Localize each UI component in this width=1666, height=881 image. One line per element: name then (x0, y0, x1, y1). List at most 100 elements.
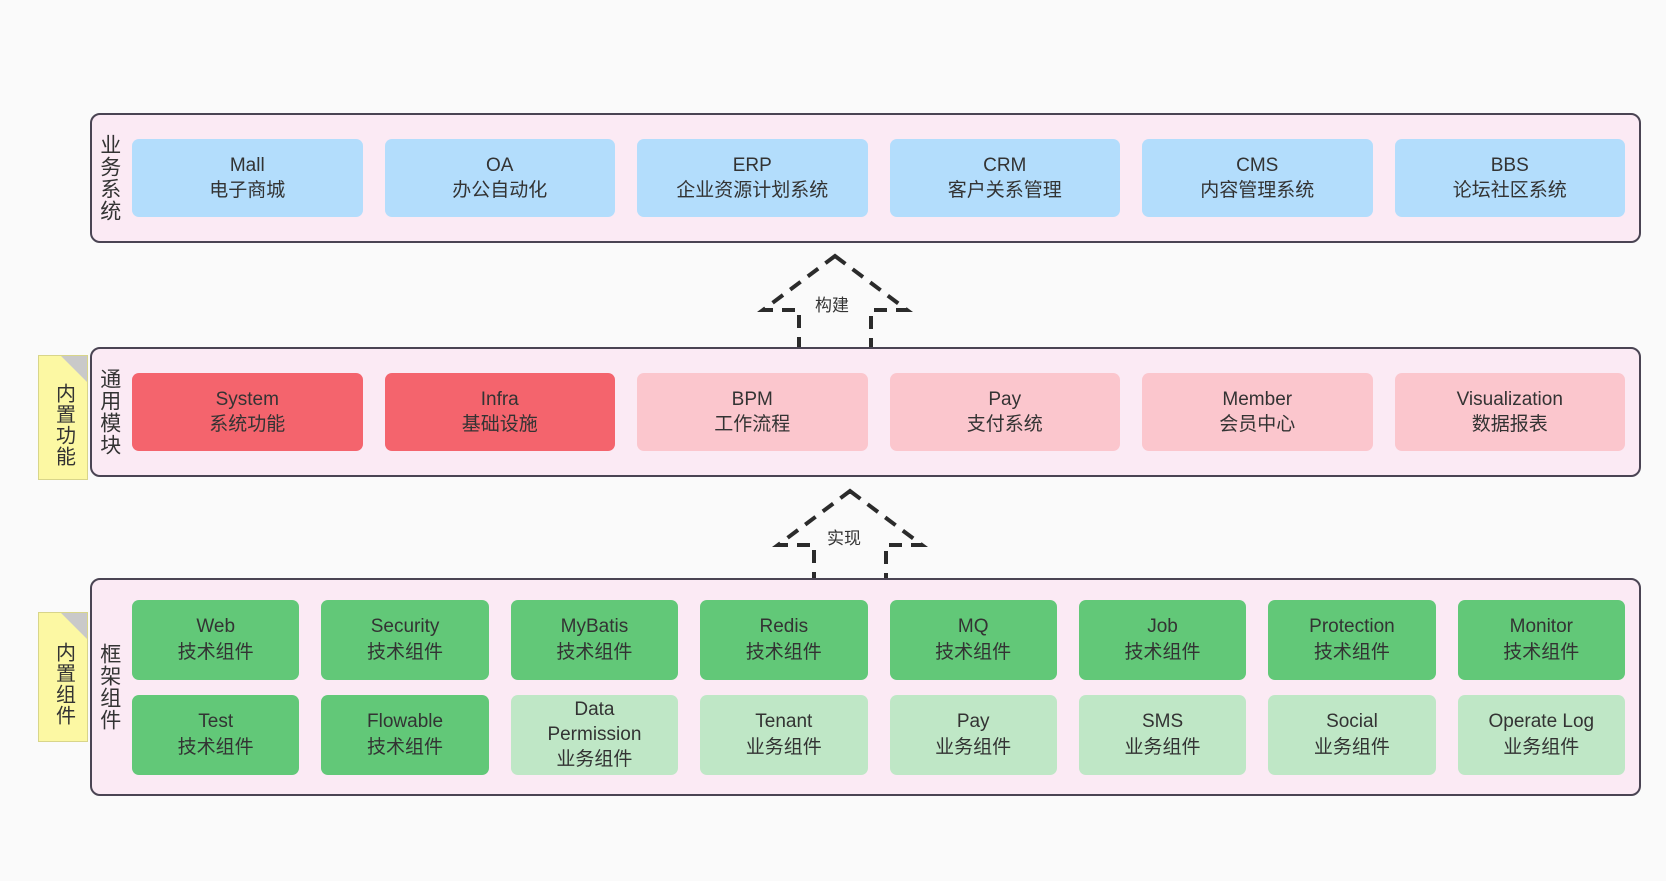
card-title-en: Flowable (367, 711, 444, 733)
card-title-cn: 技术组件 (1124, 641, 1201, 663)
business-card-row: Mall 电子商城 OA 办公自动化 ERP 企业资源计划系统 CRM 客户关系… (132, 139, 1625, 217)
card-title-en: Operate Log (1488, 711, 1595, 733)
card-title-cn: 业务组件 (1124, 736, 1201, 758)
card-title-en: Test (198, 711, 234, 733)
card-monitor[interactable]: Monitor 技术组件 (1457, 599, 1625, 680)
card-erp[interactable]: ERP 企业资源计划系统 (637, 139, 868, 217)
card-title-en: Pay (988, 388, 1022, 410)
card-title-en: BPM (731, 388, 773, 410)
card-title-cn: 电子商城 (209, 180, 286, 201)
card-title-en: BBS (1490, 154, 1529, 176)
card-title-en: OA (486, 154, 514, 176)
framework-card-row-tech: Web 技术组件 Security 技术组件 MyBatis 技术组件 Redi… (132, 599, 1625, 680)
card-title-en: Social (1326, 711, 1378, 733)
layer-business-body: Mall 电子商城 OA 办公自动化 ERP 企业资源计划系统 CRM 客户关系… (126, 115, 1639, 241)
card-pay-module[interactable]: Pay 支付系统 (889, 373, 1120, 451)
card-title-en: SMS (1141, 711, 1184, 733)
card-title-en: Redis (759, 616, 809, 638)
card-bpm[interactable]: BPM 工作流程 (637, 373, 868, 451)
card-title-cn: 会员中心 (1219, 414, 1296, 435)
card-operate-log[interactable]: Operate Log 业务组件 (1457, 694, 1625, 775)
layer-framework-label: 框架组件 (97, 643, 121, 731)
card-title-cn: 技术组件 (367, 641, 444, 663)
card-visualization[interactable]: Visualization 数据报表 (1394, 373, 1625, 451)
card-bbs[interactable]: BBS 论坛社区系统 (1394, 139, 1625, 217)
card-mq[interactable]: MQ 技术组件 (889, 599, 1057, 680)
card-mall[interactable]: Mall 电子商城 (132, 139, 363, 217)
card-title-cn: 技术组件 (556, 641, 633, 663)
card-pay-component[interactable]: Pay 业务组件 (889, 694, 1057, 775)
card-redis[interactable]: Redis 技术组件 (700, 599, 868, 680)
card-oa[interactable]: OA 办公自动化 (384, 139, 615, 217)
card-title-en: Job (1147, 616, 1178, 638)
card-title-en: Mall (229, 154, 265, 176)
card-title-cn: 工作流程 (714, 414, 791, 435)
layer-framework-components: 框架组件 Web 技术组件 Security 技术组件 MyBatis 技术组件… (90, 578, 1641, 796)
card-title-cn: 业务组件 (1313, 736, 1390, 758)
card-title-en: Infra (480, 388, 519, 410)
card-title-en: ERP (732, 154, 772, 176)
card-cms[interactable]: CMS 内容管理系统 (1142, 139, 1373, 217)
card-title-en: System (215, 388, 279, 410)
card-title-en: MQ (957, 616, 989, 638)
layer-framework-body: Web 技术组件 Security 技术组件 MyBatis 技术组件 Redi… (126, 580, 1639, 794)
card-sms[interactable]: SMS 业务组件 (1078, 694, 1247, 775)
layer-common-modules: 通用模块 System 系统功能 Infra 基础设施 BPM 工作流程 Pay… (90, 347, 1641, 477)
card-title-en: Member (1222, 388, 1293, 410)
card-title-en: Protection (1309, 616, 1395, 638)
card-title-cn: 企业资源计划系统 (676, 180, 829, 201)
card-title-cn: 技术组件 (367, 736, 444, 758)
arrow-build-label: 构建 (815, 296, 849, 315)
card-tenant[interactable]: Tenant 业务组件 (700, 694, 868, 775)
card-title-en: CMS (1236, 154, 1279, 176)
card-title-en: Visualization (1456, 388, 1563, 410)
layer-common-body: System 系统功能 Infra 基础设施 BPM 工作流程 Pay 支付系统… (126, 349, 1639, 475)
note-builtin-components: 内置组件 (38, 612, 88, 742)
card-title-en: Web (196, 616, 236, 638)
card-title-cn: 支付系统 (966, 414, 1043, 435)
card-title-cn: 基础设施 (461, 414, 538, 435)
note-builtin-features: 内置功能 (38, 355, 88, 480)
note-builtin-features-text: 内置功能 (52, 382, 75, 467)
card-title-cn: 内容管理系统 (1200, 180, 1315, 201)
card-title-cn: 论坛社区系统 (1452, 180, 1567, 201)
card-title-cn: 技术组件 (745, 641, 822, 663)
card-title-cn: 业务组件 (556, 749, 633, 771)
card-title-cn: 客户关系管理 (947, 180, 1062, 201)
card-member[interactable]: Member 会员中心 (1142, 373, 1373, 451)
card-mybatis[interactable]: MyBatis 技术组件 (510, 599, 679, 680)
card-title-cn: 技术组件 (1503, 641, 1580, 663)
card-protection[interactable]: Protection 技术组件 (1268, 599, 1436, 680)
note-builtin-components-text: 内置组件 (52, 642, 75, 726)
card-title-cn: 技术组件 (177, 641, 254, 663)
layer-common-label: 通用模块 (97, 368, 121, 456)
card-title-en: Security (370, 616, 440, 638)
card-title-cn: 数据报表 (1471, 414, 1548, 435)
card-title-en: MyBatis (560, 616, 629, 638)
card-title-en: Pay (956, 711, 990, 733)
framework-card-row-business: Test 技术组件 Flowable 技术组件 Data Permission … (132, 694, 1625, 775)
card-title-cn: 业务组件 (935, 736, 1012, 758)
card-data-permission[interactable]: Data Permission 业务组件 (510, 694, 679, 775)
card-security[interactable]: Security 技术组件 (321, 599, 489, 680)
card-title-en: Monitor (1509, 616, 1573, 638)
card-title-en: Tenant (755, 711, 813, 733)
card-web[interactable]: Web 技术组件 (132, 599, 300, 680)
card-title-cn: 技术组件 (177, 736, 254, 758)
card-social[interactable]: Social 业务组件 (1268, 694, 1436, 775)
card-title-cn: 办公自动化 (452, 180, 548, 201)
card-job[interactable]: Job 技术组件 (1078, 599, 1247, 680)
arrow-implement-label: 实现 (827, 529, 861, 548)
card-flowable[interactable]: Flowable 技术组件 (321, 694, 489, 775)
card-infra[interactable]: Infra 基础设施 (384, 373, 615, 451)
card-system[interactable]: System 系统功能 (132, 373, 363, 451)
card-title-en: CRM (983, 154, 1027, 176)
card-crm[interactable]: CRM 客户关系管理 (889, 139, 1120, 217)
card-title-cn: 业务组件 (745, 736, 822, 758)
layer-business-label: 业务系统 (97, 134, 121, 222)
common-card-row: System 系统功能 Infra 基础设施 BPM 工作流程 Pay 支付系统… (132, 373, 1625, 451)
card-test[interactable]: Test 技术组件 (132, 694, 300, 775)
card-title-cn: 系统功能 (209, 414, 286, 435)
card-title-cn: 技术组件 (1313, 641, 1390, 663)
